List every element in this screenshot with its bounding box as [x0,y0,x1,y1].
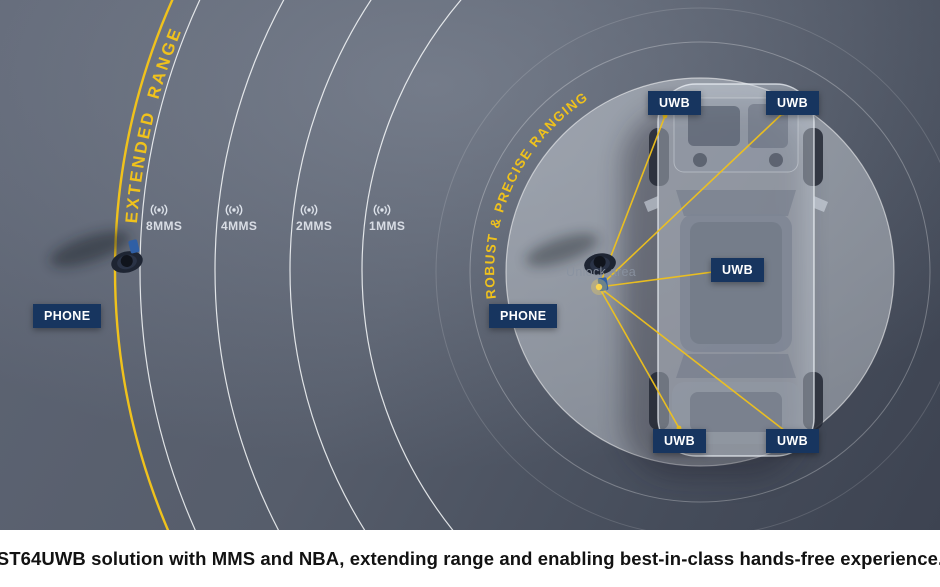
range-ring-4mms [214,0,285,530]
uwb-label-front-right: UWB [766,91,820,115]
phone-glow-dot [595,283,603,291]
ranging-lines [598,112,790,435]
uwb-label-rear-left: UWB [653,429,707,453]
ranging-line-rear-right [598,286,790,435]
ranging-line-front-right [598,112,784,288]
range-marker-8mms: 8MMS [146,204,182,233]
ranging-line-center [598,269,729,288]
unlock-outer-ring-1 [469,41,931,503]
range-ring-8mms [139,0,201,530]
signal-icon [297,204,321,216]
phone-label-right: PHONE [489,304,558,328]
person-left-shadow [49,231,131,267]
unlock-area-label: Unlock area [566,265,636,279]
uwb-label-center: UWB [711,258,765,282]
unlock-outer-ring-2 [435,7,940,530]
range-marker-label: 1MMS [369,219,406,233]
person-right-head [593,256,606,269]
range-marker-label: 8MMS [146,219,183,233]
mirror-left [644,196,658,212]
person-right [584,253,616,292]
engine-block [688,106,740,146]
trunk [672,382,800,444]
sunroof [690,222,782,344]
wheel-rear-right [803,372,823,430]
phone-device-left [128,239,140,254]
range-ring-2mms [289,0,372,530]
trunk-inner [690,392,782,432]
rear-window [676,354,796,378]
person-left-head [120,255,133,268]
range-marker-2mms: 2MMS [296,204,332,233]
range-marker-label: 4MMS [221,219,258,233]
mirror-right [814,196,828,212]
uwb-label-front-left: UWB [648,91,702,115]
person-right-shadow [525,233,599,267]
uwb-label-rear-right: UWB [766,429,820,453]
wheel-rear-left [649,372,669,430]
range-marker-label: 2MMS [296,219,333,233]
strut-left [693,153,707,167]
phone-label-left: PHONE [33,304,102,328]
signal-icon [222,204,246,216]
signal-icon [147,204,171,216]
caption-text: ST64UWB solution with MMS and NBA, exten… [0,547,940,569]
wheel-front-right [803,128,823,186]
strut-right [769,153,783,167]
person-left [111,239,143,273]
windshield [676,190,796,216]
ranging-line-rear-left [598,286,680,429]
signal-icon [370,204,394,216]
diagram-stage: EXTENDED RANGE ROBUST & PRECISE RANGING … [0,0,940,530]
range-marker-4mms: 4MMS [221,204,257,233]
scene-graphic: EXTENDED RANGE ROBUST & PRECISE RANGING [49,0,940,530]
caption-bar: ST64UWB solution with MMS and NBA, exten… [0,530,940,587]
range-ring-1mms [361,0,462,530]
range-marker-1mms: 1MMS [369,204,405,233]
